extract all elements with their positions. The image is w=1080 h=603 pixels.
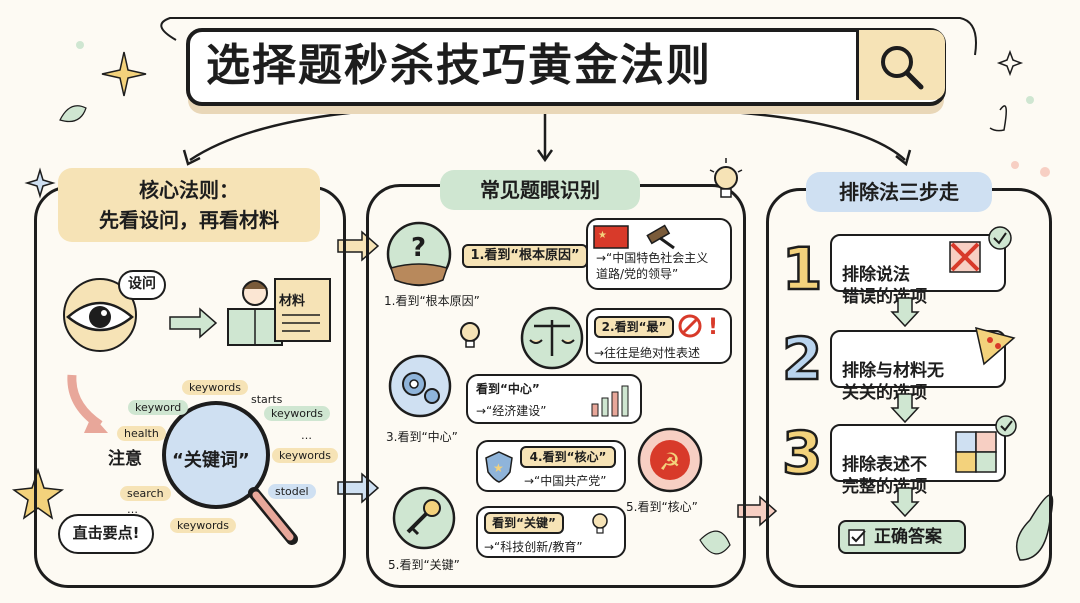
clue-result-3-text: →“经济建设”	[476, 404, 547, 418]
tree-question-icon: ?	[386, 221, 452, 287]
keyword-center: “关键词”	[172, 450, 250, 471]
question-bubble: 设问	[118, 270, 166, 300]
clue-tag-4: 4.看到“核心”	[520, 446, 616, 468]
clue-tag-1: 1.看到“根本原因”	[462, 244, 588, 268]
clue-caption-1: 1.看到“根本原因”	[384, 294, 480, 308]
word-tag: …	[127, 503, 138, 516]
word-tag: search	[120, 486, 171, 501]
word-tag: keywords	[264, 406, 331, 421]
key-icon	[392, 486, 456, 550]
clue-result-3: 看到“中心” →“经济建设”	[466, 374, 642, 424]
step-number-2: 2	[781, 325, 824, 393]
step-number-1: 1	[781, 235, 824, 303]
checkbox-icon	[848, 529, 866, 546]
down-arrow-3	[890, 487, 920, 518]
material-label: 材料	[279, 294, 306, 309]
clue-result-4-text: →“中国共产党”	[524, 474, 607, 488]
clue-result-5-text: →“科技创新/教育”	[484, 540, 583, 554]
svg-text:?: ?	[411, 233, 426, 263]
search-icon-box	[856, 30, 945, 100]
clue-caption-5: 5.看到“关键”	[388, 558, 460, 572]
clue-caption-3: 3.看到“中心”	[386, 430, 458, 444]
correct-answer-label: 正确答案	[874, 527, 942, 547]
party-emblem-icon: ☭	[637, 427, 703, 493]
clue-caption-4: 5.看到“核心”	[626, 500, 698, 514]
clue-result-1: ★ →“中国特色社会主义 道路/党的领导”	[586, 218, 732, 290]
wrong-cross-icon	[949, 226, 1012, 273]
word-tag: keyword	[128, 400, 189, 415]
down-arrow-2	[890, 393, 920, 424]
lightbulb-icon	[709, 158, 743, 198]
prohibit-icon: !	[678, 314, 718, 340]
callout-bubble: 直击要点!	[58, 514, 154, 554]
puzzle-icon	[955, 415, 1017, 473]
word-tag: health	[117, 426, 166, 441]
clue-tag-2: 2.看到“最”	[594, 316, 674, 338]
title-banner	[186, 28, 946, 106]
clue-result-5: 看到“关键” →“科技创新/教育”	[476, 506, 626, 558]
step-card-2: 排除与材料无 关关的选项	[830, 330, 1006, 403]
word-tag: keywords	[182, 380, 249, 395]
svg-text:!: !	[708, 315, 718, 340]
lightbulb-small-icon	[460, 322, 480, 348]
svg-text:★: ★	[493, 461, 504, 475]
lightbulb-tiny-icon	[592, 513, 608, 534]
svg-text:★: ★	[598, 230, 607, 241]
clue-tag-5: 看到“关键”	[484, 512, 564, 534]
word-tag: keywords	[170, 518, 237, 533]
page-title: 选择题秒杀技巧黄金法则	[206, 40, 712, 91]
word-tag: keywords	[272, 448, 339, 463]
flag-gavel-icon: ★	[593, 224, 675, 250]
clue-tag-3: 看到“中心”	[476, 382, 540, 396]
bar-chart-icon	[591, 385, 629, 417]
step-number-3: 3	[781, 419, 824, 487]
scale-icon	[520, 306, 584, 370]
note-label: 注意	[108, 449, 142, 469]
svg-text:☭: ☭	[659, 448, 681, 476]
down-arrow-1	[890, 297, 920, 328]
word-tag: …	[301, 429, 312, 442]
clue-result-2: 2.看到“最” ! →往往是绝对性表述	[586, 308, 732, 364]
clue-result-1-text: →“中国特色社会主义 道路/党的领导”	[596, 251, 709, 281]
left-illustrations	[63, 278, 331, 545]
correct-answer-box: 正确答案	[838, 520, 966, 554]
police-badge-icon: ★	[485, 451, 513, 483]
clue-result-4: ★ 4.看到“核心” →“中国共产党”	[476, 440, 626, 492]
elimination-header: 排除法三步走	[806, 172, 992, 212]
core-rule-header: 核心法则： 先看设问，再看材料	[58, 168, 320, 242]
gears-icon	[388, 354, 452, 418]
clue-result-2-text: →往往是绝对性表述	[594, 346, 701, 360]
word-tag: starts	[251, 393, 283, 406]
common-clues-header: 常见题眼识别	[440, 170, 640, 210]
word-tag: stodel	[268, 484, 316, 499]
pizza-slice-icon	[975, 326, 1016, 366]
search-icon	[881, 46, 924, 90]
